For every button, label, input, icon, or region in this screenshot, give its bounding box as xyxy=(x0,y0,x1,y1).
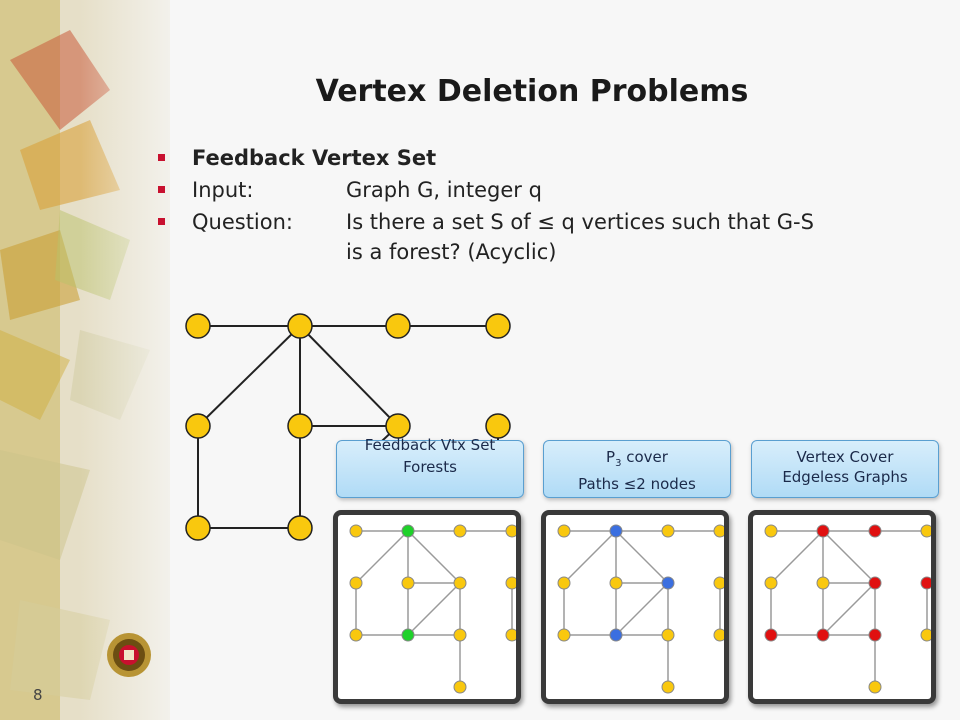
bullet-marker xyxy=(158,218,165,225)
graph-node xyxy=(287,515,313,541)
university-logo-icon xyxy=(107,633,151,677)
card-subtitle: Forests xyxy=(403,458,457,476)
graph-node xyxy=(385,313,411,339)
card-feedback-vtx-set: Feedback Vtx Set Forests xyxy=(336,436,524,498)
card-subtitle: Edgeless Graphs xyxy=(782,468,908,486)
graph-node xyxy=(485,413,511,439)
graph-node xyxy=(485,313,511,339)
graph-node xyxy=(185,515,211,541)
graph-node xyxy=(287,313,313,339)
panel-p3-cover xyxy=(541,510,729,704)
bullet-marker xyxy=(158,186,165,193)
card-title: P3 cover xyxy=(606,448,668,469)
card-subtitle: Paths ≤2 nodes xyxy=(578,475,696,493)
graph-node xyxy=(287,413,313,439)
slide-title: Vertex Deletion Problems xyxy=(315,74,749,109)
card-title: Feedback Vtx Set xyxy=(364,436,496,454)
bullet-label: Input: xyxy=(192,178,254,202)
graph-node xyxy=(385,413,411,439)
bullet-value: Is there a set S of ≤ q vertices such th… xyxy=(346,210,814,234)
card-vertex-cover: Vertex Cover Edgeless Graphs xyxy=(751,440,939,498)
graph-node xyxy=(185,413,211,439)
panel-vertex-cover xyxy=(748,510,936,704)
bullet-label: Feedback Vertex Set xyxy=(192,146,437,170)
card-p3-cover: P3 cover Paths ≤2 nodes xyxy=(543,440,731,498)
graph-node xyxy=(185,313,211,339)
card-title: Vertex Cover xyxy=(796,448,894,466)
bullet-marker xyxy=(158,154,165,161)
page-number: 8 xyxy=(33,686,43,704)
bullet-continuation: is a forest? (Acyclic) xyxy=(346,240,557,264)
bullet-value: Graph G, integer q xyxy=(346,178,542,202)
panel-feedback-vertex-set xyxy=(333,510,521,704)
small-graph xyxy=(557,524,724,694)
decorative-side-pattern xyxy=(0,0,170,720)
small-graph xyxy=(764,524,931,694)
small-graph xyxy=(349,524,516,694)
bullet-label: Question: xyxy=(192,210,294,234)
